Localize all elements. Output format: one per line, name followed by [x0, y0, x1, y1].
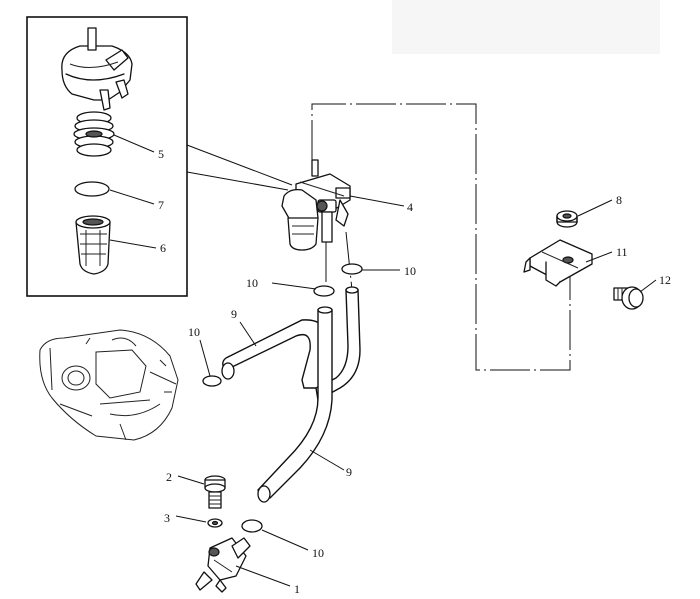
callout-10-b: 10	[404, 264, 416, 278]
callout-10-c: 10	[188, 325, 200, 339]
leader-11	[585, 251, 613, 263]
filter-bowl-part	[75, 215, 111, 275]
callout-2: 2	[166, 470, 172, 484]
hose-clamp-upper-left	[313, 285, 335, 297]
callout-10-a: 10	[246, 276, 258, 290]
callout-9-b: 9	[346, 465, 352, 479]
callout-12: 12	[659, 273, 671, 287]
engine-block-sketch	[39, 329, 179, 441]
leader-10-a	[271, 282, 317, 290]
callout-9-a: 9	[231, 307, 237, 321]
callout-7: 7	[158, 198, 164, 212]
callout-3: 3	[164, 511, 170, 525]
leader-5	[113, 134, 155, 153]
bracket-bolt-part	[613, 286, 644, 310]
detail-inset-frame	[26, 16, 188, 297]
leader-3	[175, 515, 207, 523]
leader-10-d	[261, 529, 309, 551]
leader-10-c	[199, 339, 211, 377]
leader-4	[349, 195, 405, 207]
detail-inset: 5 7 6	[26, 16, 293, 297]
callout-10-d: 10	[312, 546, 324, 560]
filter-element-part	[73, 111, 115, 157]
leader-1	[235, 565, 291, 587]
inset-leader-top	[186, 144, 293, 186]
inset-leader-bottom	[186, 171, 289, 191]
fuel-hose-left	[221, 319, 328, 389]
leader-6	[109, 239, 157, 249]
callout-5: 5	[158, 147, 164, 161]
hose-clamp-upper-right	[341, 263, 363, 275]
leader-2	[177, 475, 205, 485]
o-ring-part	[74, 181, 110, 197]
washer-part	[207, 518, 223, 528]
callout-1: 1	[294, 582, 300, 596]
callout-4: 4	[407, 200, 413, 214]
leader-8	[577, 199, 613, 217]
leader-12	[639, 279, 657, 293]
hose-clamp-left	[202, 375, 222, 387]
banjo-fitting-part	[195, 537, 251, 593]
collar-part	[556, 210, 578, 228]
leader-7	[109, 189, 155, 205]
assembly-link-outline	[311, 103, 571, 371]
dash-filter-to-hose-2	[345, 231, 353, 291]
callout-8: 8	[616, 193, 622, 207]
leader-9-a	[239, 321, 257, 347]
fuel-hose-main	[256, 306, 333, 503]
hose-clamp-bottom	[241, 519, 263, 533]
fuel-filter-assembly	[281, 159, 351, 251]
callout-6: 6	[160, 241, 166, 255]
callout-11: 11	[616, 245, 628, 259]
leader-9-b	[309, 449, 345, 471]
bolt-part	[204, 475, 226, 509]
background-smudge	[392, 0, 660, 54]
mounting-bracket-part	[523, 239, 593, 287]
filter-cover-part	[61, 27, 133, 111]
